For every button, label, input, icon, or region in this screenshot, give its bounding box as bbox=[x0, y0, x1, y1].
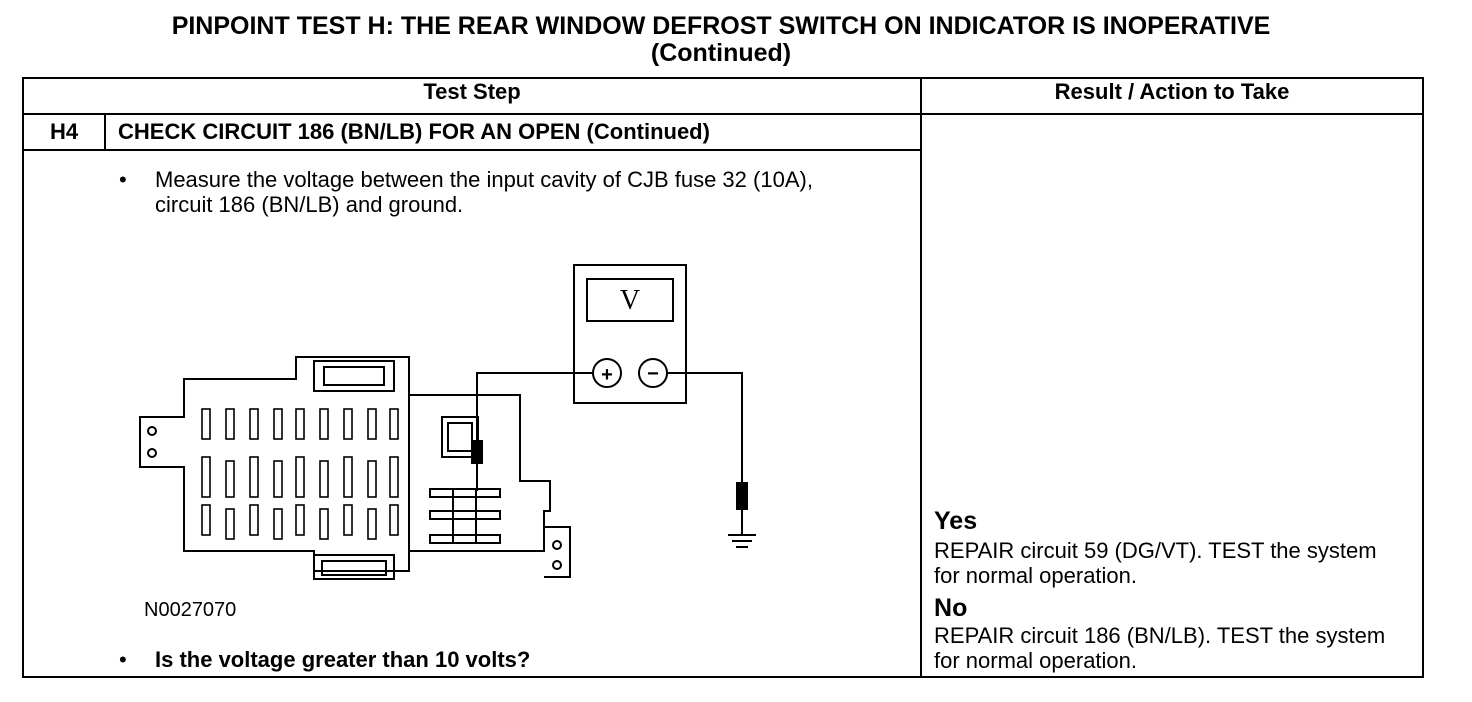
bullet-1: • bbox=[119, 167, 127, 192]
yes-label: Yes bbox=[934, 507, 978, 535]
step-title: CHECK CIRCUIT 186 (BN/LB) FOR AN OPEN (C… bbox=[103, 113, 923, 151]
mount-hole-left-top bbox=[147, 426, 157, 436]
header-test-step: Test Step bbox=[21, 77, 923, 115]
bullet-2: • bbox=[119, 647, 127, 672]
top-connector bbox=[313, 360, 395, 392]
right-mount-tab bbox=[544, 526, 571, 578]
step-content: • Measure the voltage between the input … bbox=[21, 149, 923, 678]
plus-symbol: + bbox=[601, 364, 613, 386]
fuse-box-voltmeter-diagram: V + − bbox=[139, 264, 756, 580]
mini-fuse-rows bbox=[429, 488, 501, 544]
figure-id: N0027070 bbox=[144, 599, 237, 621]
header-result: Result / Action to Take bbox=[920, 77, 1425, 115]
voltmeter-symbol: V bbox=[620, 285, 640, 316]
minus-symbol: − bbox=[647, 363, 659, 385]
result-cell: Yes REPAIR circuit 59 (DG/VT). TEST the … bbox=[920, 113, 1425, 678]
junction-box-outline bbox=[139, 356, 551, 572]
step-content-row: • Measure the voltage between the input … bbox=[21, 149, 1423, 678]
mount-hole-left-bottom bbox=[147, 448, 157, 458]
bottom-connector bbox=[313, 554, 395, 580]
question-text: Is the voltage greater than 10 volts? bbox=[155, 647, 531, 672]
positive-probe bbox=[471, 440, 483, 491]
page-title: PINPOINT TEST H: THE REAR WINDOW DEFROST… bbox=[0, 13, 1442, 67]
title-main: PINPOINT TEST H: THE REAR WINDOW DEFROST… bbox=[171, 12, 1271, 40]
voltmeter-body bbox=[573, 264, 687, 404]
table-header-row: Test Step Result / Action to Take bbox=[21, 77, 1425, 115]
title-continued: (Continued) bbox=[650, 39, 792, 67]
instruction-text: Measure the voltage between the input ca… bbox=[155, 167, 813, 217]
negative-lead bbox=[667, 372, 743, 483]
voltmeter bbox=[573, 264, 687, 404]
step-id: H4 bbox=[22, 113, 106, 151]
no-label: No bbox=[934, 594, 968, 622]
voltmeter-display bbox=[586, 278, 674, 322]
fuse-array bbox=[201, 408, 399, 540]
ground-probe bbox=[728, 482, 756, 548]
pinpoint-test-table: Test Step Result / Action to Take H4 CHE… bbox=[21, 77, 1425, 678]
positive-lead bbox=[476, 372, 593, 441]
yes-action: REPAIR circuit 59 (DG/VT). TEST the syst… bbox=[934, 538, 1377, 588]
step-title-row: H4 CHECK CIRCUIT 186 (BN/LB) FOR AN OPEN… bbox=[22, 113, 1425, 678]
test-leads bbox=[476, 372, 743, 483]
no-action: REPAIR circuit 186 (BN/LB). TEST the sys… bbox=[934, 623, 1386, 673]
